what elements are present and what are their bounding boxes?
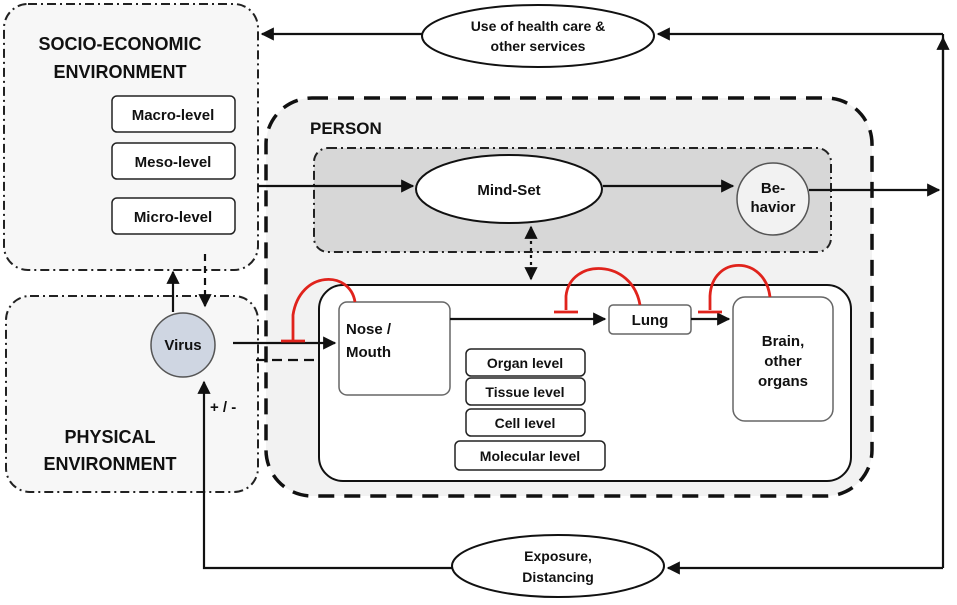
- tissue-level-box: [465, 377, 586, 406]
- plus-minus-label: + / -: [210, 399, 236, 416]
- nose-mouth-label-line2: Mouth: [346, 344, 391, 361]
- inhibition-arcs: [281, 263, 772, 343]
- inhibition-arc-brain: [708, 263, 772, 310]
- tissue-level-label: Tissue level: [485, 384, 564, 400]
- meso-level-label: Meso-level: [135, 154, 212, 171]
- nose-mouth-box: [338, 301, 451, 396]
- nose-mouth-label-line1: Nose /: [346, 321, 392, 338]
- exposure-label-line2: Distancing: [522, 569, 594, 585]
- virus-circle: [150, 312, 216, 378]
- virus-label: Virus: [164, 337, 201, 354]
- cell-level-label: Cell level: [495, 415, 556, 431]
- person-title: PERSON: [310, 119, 382, 138]
- mindset-label: Mind-Set: [477, 182, 540, 199]
- lung-label: Lung: [632, 312, 669, 329]
- exposure-to-virus-arrow: [197, 380, 452, 570]
- micro-level-label: Micro-level: [134, 209, 212, 226]
- healthcare-ellipse: [421, 4, 655, 68]
- physical-environment-title-line2: ENVIRONMENT: [43, 454, 176, 474]
- behavior-circle: [736, 162, 810, 236]
- macro-level-label: Macro-level: [132, 107, 215, 124]
- brain-label-line3: organs: [758, 373, 808, 390]
- mindset-ellipse: [415, 154, 603, 224]
- socio-economic-title-line2: ENVIRONMENT: [53, 62, 186, 82]
- exposure-label-line1: Exposure,: [524, 548, 592, 564]
- organ-level-label: Organ level: [487, 355, 563, 371]
- brain-label-line1: Brain,: [762, 333, 805, 350]
- meso-level-box: [111, 142, 236, 180]
- behavior-label-line2: havior: [750, 199, 795, 216]
- exposure-ellipse: [451, 534, 665, 598]
- organ-level-box: [465, 348, 586, 377]
- brain-organs-box: [732, 296, 834, 422]
- healthcare-label-line2: other services: [491, 38, 586, 54]
- inhibition-arc-nose: [291, 278, 357, 340]
- cell-level-box: [465, 408, 586, 437]
- inhibition-arc-lung: [564, 267, 642, 310]
- brain-label-line2: other: [764, 353, 802, 370]
- socio-economic-title-line1: SOCIO-ECONOMIC: [38, 34, 201, 54]
- molecular-level-box: [454, 440, 606, 471]
- micro-level-box: [111, 197, 236, 235]
- molecular-level-label: Molecular level: [480, 448, 580, 464]
- physical-environment-title-line1: PHYSICAL: [64, 427, 155, 447]
- healthcare-label-line1: Use of health care &: [471, 18, 606, 34]
- behavior-label-line1: Be-: [761, 180, 785, 197]
- macro-level-box: [111, 95, 236, 133]
